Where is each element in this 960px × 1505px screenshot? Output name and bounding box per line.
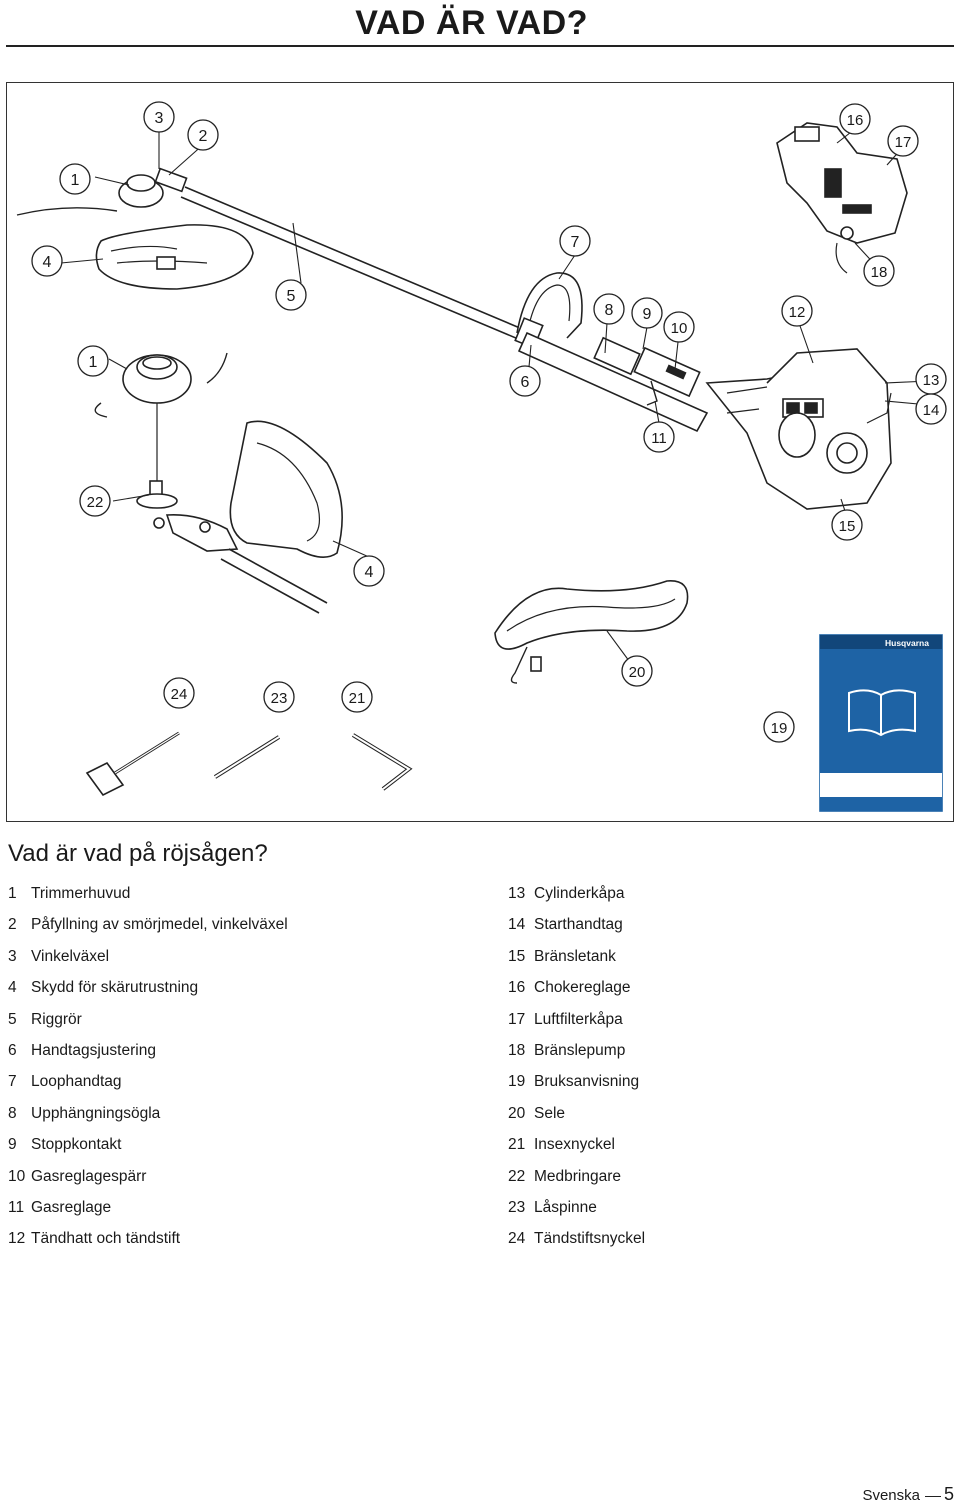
page-footer: Svenska 5 [862,1484,954,1505]
callout-12: 12 [781,295,813,327]
callout-1b: 1 [77,345,109,377]
callout-4: 4 [31,245,63,277]
callout-23: 23 [263,681,295,713]
svg-text:10: 10 [671,320,688,337]
svg-text:21: 21 [349,690,366,707]
callout-7: 7 [559,225,591,257]
svg-text:8: 8 [605,302,614,319]
svg-text:19: 19 [771,720,788,737]
svg-text:22: 22 [87,494,104,511]
svg-text:12: 12 [789,304,806,321]
spool-illustration [94,352,228,509]
callout-3: 3 [143,101,175,133]
callouts: 1 3 2 16 17 4 7 18 5 8 9 10 12 1 6 13 14… [31,101,947,743]
footer-dash [924,1495,941,1497]
svg-text:5: 5 [287,288,296,305]
shaft-illustration [180,186,709,433]
svg-text:16: 16 [847,112,864,129]
callout-17: 17 [887,125,919,157]
callout-13: 13 [915,363,947,395]
callout-24: 24 [163,677,195,709]
page-title: VAD ÄR VAD? [355,4,588,42]
manual-illustration: Husqvarna [819,634,943,812]
svg-text:15: 15 [839,518,856,535]
callout-1: 1 [59,163,91,195]
svg-text:6: 6 [521,374,530,391]
svg-text:3: 3 [155,110,164,127]
svg-text:14: 14 [923,402,940,419]
svg-text:1: 1 [89,354,98,371]
svg-text:1: 1 [71,172,80,189]
engine-detail-illustration [776,122,908,274]
svg-text:20: 20 [629,664,646,681]
svg-text:4: 4 [43,254,52,271]
callout-16: 16 [839,103,871,135]
callout-11: 11 [643,421,675,453]
svg-text:9: 9 [643,306,652,323]
callout-20: 20 [621,655,653,687]
trimmer-head-illustration [16,167,254,290]
callout-9: 9 [631,297,663,329]
gearbox-guard-illustration [153,420,343,614]
footer-language: Svenska [862,1487,920,1504]
svg-text:18: 18 [871,264,888,281]
callout-6: 6 [509,365,541,397]
svg-text:11: 11 [651,430,667,447]
parts-diagram: Husqvarna [6,82,954,822]
harness-illustration [494,580,689,684]
callout-5: 5 [275,279,307,311]
callout-22: 22 [79,485,111,517]
callout-2: 2 [187,119,219,151]
callout-21: 21 [341,681,373,713]
callout-4b: 4 [353,555,385,587]
svg-text:17: 17 [895,134,912,151]
tools-illustration [85,731,413,797]
svg-text:23: 23 [271,690,288,707]
manual-logo: Husqvarna [885,638,929,648]
page-number: 5 [943,1484,954,1504]
title-rule [6,45,954,47]
svg-text:7: 7 [571,234,580,251]
svg-text:13: 13 [923,372,940,389]
svg-text:4: 4 [365,564,374,581]
engine-illustration [705,348,892,510]
callout-8: 8 [593,293,625,325]
svg-text:24: 24 [171,686,188,703]
callout-10: 10 [663,311,695,343]
svg-text:2: 2 [199,128,208,145]
callout-14: 14 [915,393,947,425]
callout-19: 19 [763,711,795,743]
section-heading: Vad är vad på röjsågen? [8,840,268,867]
callout-15: 15 [831,509,863,541]
callout-18: 18 [863,255,895,287]
